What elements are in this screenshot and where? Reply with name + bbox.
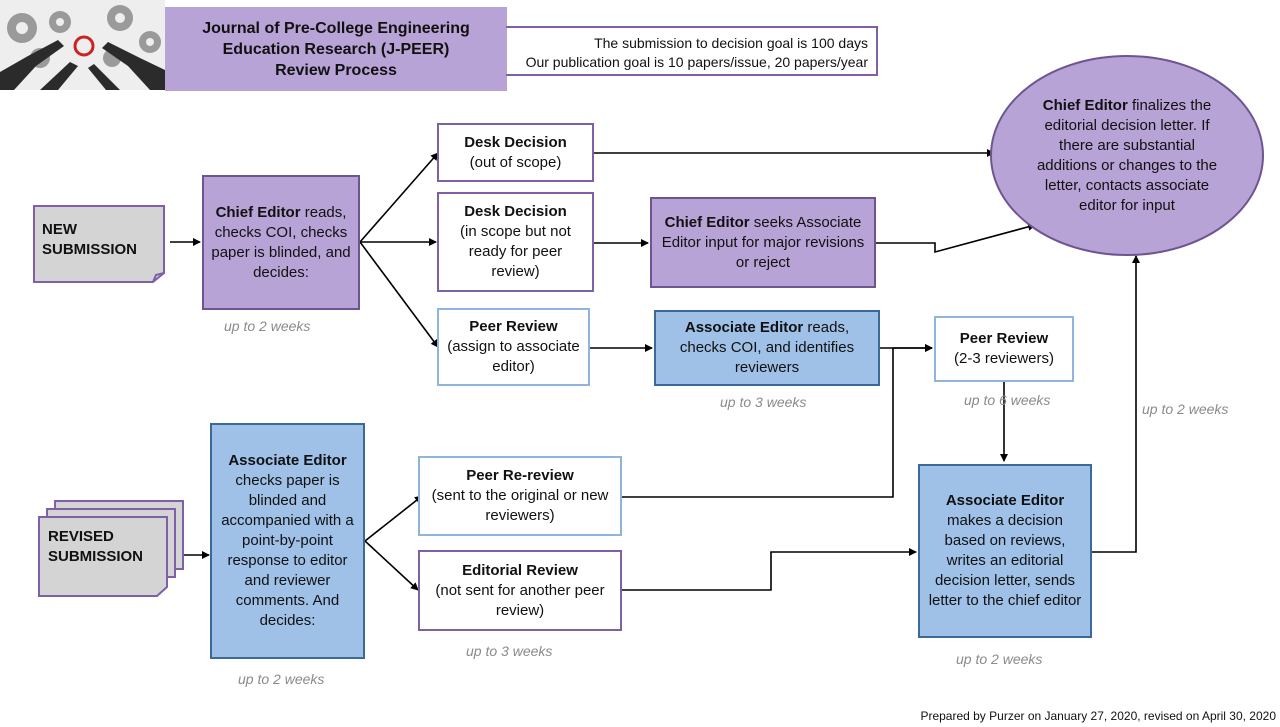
step-text: makes a decision based on reviews, write… [928, 512, 1082, 609]
step-text: checks paper is blinded and accompanied … [221, 472, 354, 629]
peer-review-reviewers-box: Peer Review (2-3 reviewers) [934, 316, 1074, 382]
duration-label: up to 2 weeks [238, 671, 325, 687]
chief-editor-review-box: Chief Editor reads, checks COI, checks p… [202, 175, 360, 310]
step-text: (in scope but not ready for peer review) [460, 223, 571, 280]
goals-box: The submission to decision goal is 100 d… [506, 26, 878, 76]
step-title: Peer Re-review [466, 467, 574, 484]
step-title: Desk Decision [464, 133, 567, 151]
new-submission-label: NEW SUBMISSION [42, 221, 138, 258]
duration-label: up to 2 weeks [956, 651, 1043, 667]
role-label: Associate Editor [945, 492, 1065, 509]
duration-label: up to 3 weeks [720, 394, 807, 410]
role-label: Chief Editor [215, 203, 301, 221]
chief-editor-finalizes-ellipse: Chief Editor finalizes the editorial dec… [990, 55, 1264, 256]
desk-decision-in-scope-box: Desk Decision (in scope but not ready for… [437, 192, 594, 292]
step-text: (assign to associate editor) [447, 338, 580, 375]
page-title: Journal of Pre-College Engineering Educa… [202, 19, 470, 79]
duration-label: up to 2 weeks [1142, 401, 1229, 417]
step-title: Editorial Review [462, 561, 578, 579]
step-text: seeks Associate Editor input for major r… [661, 213, 865, 271]
revised-submission-shape [38, 500, 184, 597]
step-title: Peer Review [959, 330, 1049, 347]
step-text: (not sent for another peer review) [435, 581, 605, 619]
goal-line: The submission to decision goal is 100 d… [594, 35, 868, 51]
associate-editor-reads-box: Associate Editor reads, checks COI, and … [654, 310, 880, 386]
step-text: (2-3 reviewers) [953, 350, 1055, 367]
role-label: Associate Editor [684, 319, 804, 336]
editorial-review-box: Editorial Review (not sent for another p… [418, 550, 622, 631]
role-label: Associate Editor [228, 452, 347, 469]
revised-submission-label: REVISED SUBMISSION [48, 528, 144, 565]
step-text: reads, checks COI, and identifies review… [679, 319, 855, 376]
desk-decision-out-of-scope-box: Desk Decision (out of scope) [437, 123, 594, 182]
step-text: reads, checks COI, checks paper is blind… [211, 203, 351, 281]
goal-line: Our publication goal is 10 papers/issue,… [525, 54, 868, 70]
footer-note: Prepared by Purzer on January 27, 2020, … [920, 709, 1276, 723]
peer-rereview-box: Peer Re-review (sent to the original or … [418, 456, 622, 536]
role-label: Chief Editor [1042, 96, 1128, 114]
duration-label: up to 2 weeks [224, 318, 311, 334]
duration-label: up to 3 weeks [466, 643, 553, 659]
new-submission-shape [33, 205, 165, 283]
peer-review-assign-box: Peer Review (assign to associate editor) [437, 308, 590, 386]
step-title: Desk Decision [464, 203, 567, 220]
step-title: Peer Review [469, 318, 558, 335]
title-box: Journal of Pre-College Engineering Educa… [165, 7, 507, 91]
associate-editor-checks-box: Associate Editor checks paper is blinded… [210, 423, 365, 659]
chief-editor-seeks-box: Chief Editor seeks Associate Editor inpu… [650, 197, 876, 288]
associate-editor-decision-box: Associate Editor makes a decision based … [918, 464, 1092, 638]
duration-label: up to 6 weeks [964, 392, 1051, 408]
step-text: (out of scope) [469, 153, 562, 171]
step-text: (sent to the original or new reviewers) [431, 487, 609, 524]
journal-logo [0, 0, 165, 90]
step-text: finalizes the editorial decision letter.… [1036, 96, 1218, 214]
role-label: Chief Editor [664, 213, 750, 231]
